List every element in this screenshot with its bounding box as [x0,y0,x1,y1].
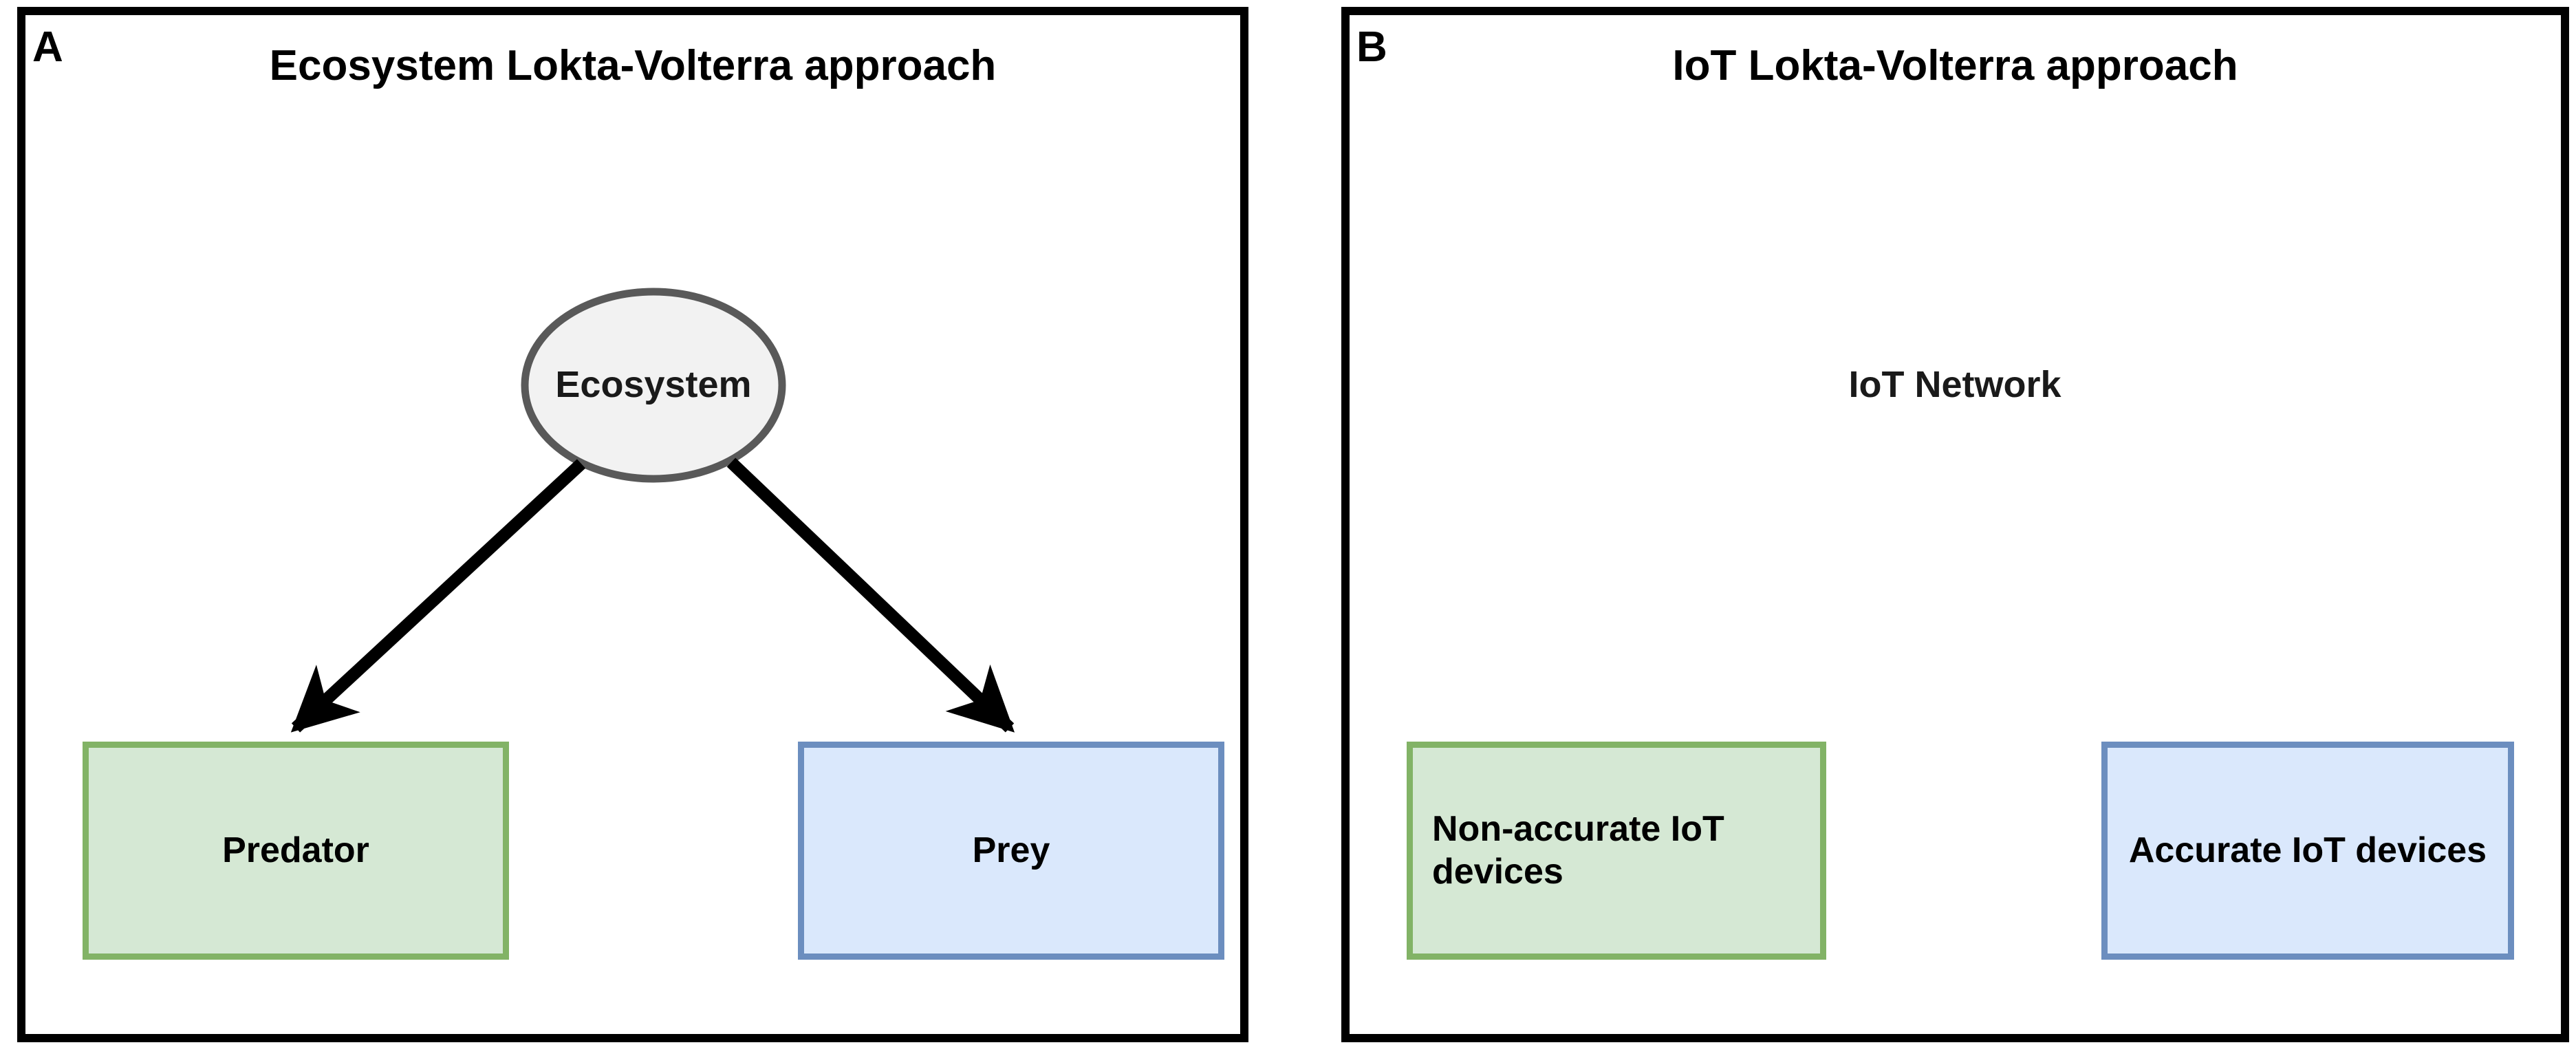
node-non-accurate-iot-devices-label: Non-accurate IoT devices [1432,809,1724,892]
node-prey[interactable]: Prey [798,742,1224,960]
panel-a-title: Ecosystem Lokta-Volterra approach [269,42,997,89]
node-prey-label: Prey [972,830,1050,870]
node-predator[interactable]: Predator [83,742,509,960]
ellipse-ecosystem-label: Ecosystem [555,364,752,405]
node-non-accurate-iot-devices[interactable]: Non-accurate IoT devices [1407,742,1826,960]
ellipse-iot-network-label: IoT Network [1848,364,2061,405]
panel-b-letter: B [1356,23,1387,71]
node-accurate-iot-devices[interactable]: Accurate IoT devices [2101,742,2514,960]
node-accurate-iot-devices-label: Accurate IoT devices [2128,830,2487,870]
node-predator-label: Predator [222,830,369,870]
panel-b-title: IoT Lokta-Volterra approach [1672,42,2238,89]
panel-a-letter: A [32,23,63,71]
